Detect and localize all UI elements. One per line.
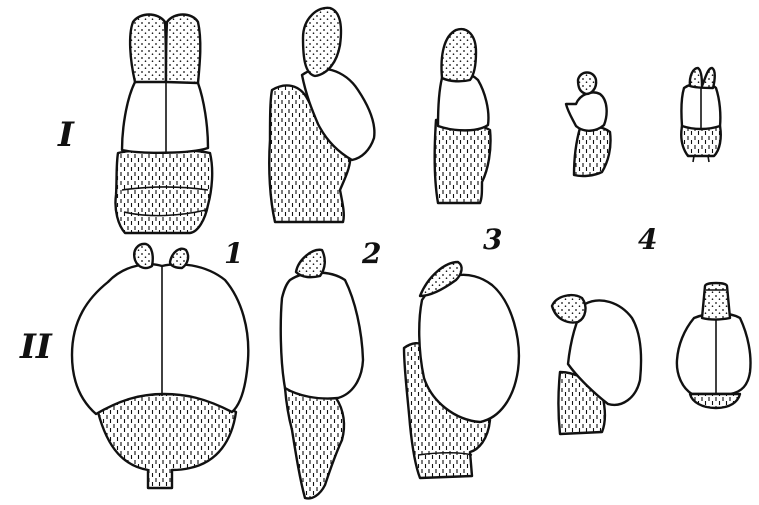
hindbrain-region: [574, 126, 611, 176]
column-label-2: 2: [362, 240, 381, 268]
column-label-3: 3: [483, 226, 502, 254]
column-label-4: 4: [638, 226, 657, 254]
row-label-I: I: [58, 118, 74, 152]
cerebrum-region: [72, 264, 248, 414]
olfactory-bulb-right: [170, 249, 188, 268]
hindbrain-region: [98, 394, 236, 488]
olfactory-bulb-right: [166, 15, 200, 84]
brain-row2-col1: [72, 244, 248, 488]
hindbrain-region: [115, 149, 212, 233]
olfactory-bulb: [442, 29, 476, 81]
olfactory-bulb-left: [134, 244, 153, 268]
brain-row1-col2: [269, 8, 374, 222]
brain-row1-col4b: [681, 68, 721, 162]
olfactory-bulb: [552, 295, 585, 322]
olfactory-bulb-left: [130, 15, 166, 83]
brain-row2-col3: [404, 262, 519, 478]
cerebrum-region: [566, 92, 607, 130]
olfactory-bulb: [303, 8, 341, 76]
brain-row1-col1: [115, 15, 212, 234]
hindbrain-region: [435, 119, 491, 203]
brain-row1-col3: [435, 29, 491, 203]
brain-row2-col4a: [552, 295, 641, 434]
brain-row2-col2: [281, 250, 363, 499]
row-label-II: II: [20, 330, 52, 364]
hindbrain-region: [690, 394, 740, 408]
olfactory-bulb: [578, 73, 596, 95]
hindbrain-region: [285, 388, 344, 498]
brain-row1-col4a: [566, 73, 611, 177]
cerebrum-region: [281, 273, 363, 399]
column-label-1: 1: [224, 240, 243, 268]
olfactory-bulbs: [690, 68, 715, 88]
cerebrum-region: [122, 81, 208, 153]
brain-row2-col4b: [677, 283, 751, 408]
cerebrum-region: [677, 314, 751, 395]
olfactory-bulb: [296, 250, 325, 277]
olfactory-bulbs: [702, 283, 730, 320]
